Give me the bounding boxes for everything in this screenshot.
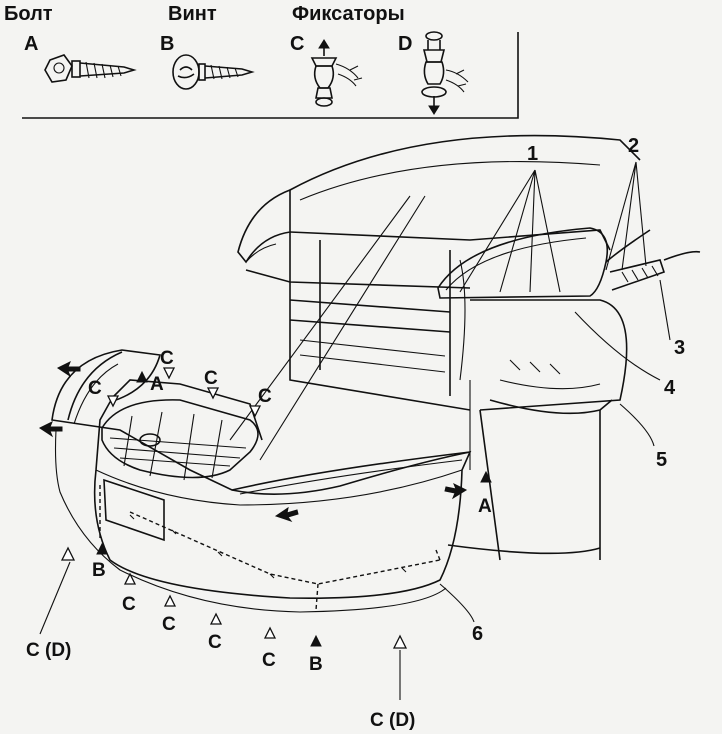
legend-bolt-title: Болт bbox=[4, 3, 53, 25]
legend-letter-a: A bbox=[24, 33, 38, 55]
callout-3: 3 bbox=[674, 337, 685, 359]
callout-2: 2 bbox=[628, 135, 639, 157]
fastener-markers bbox=[96, 367, 492, 647]
legend-clips-title: Фиксаторы bbox=[292, 3, 405, 25]
legend-letter-d: D bbox=[398, 33, 412, 55]
label-c-grille-2: C bbox=[204, 368, 218, 389]
label-a-left: A bbox=[150, 374, 164, 395]
label-b-center: B bbox=[309, 654, 323, 675]
label-a-right: A bbox=[478, 496, 492, 517]
leader-lines bbox=[39, 161, 671, 700]
callout-1: 1 bbox=[527, 143, 538, 165]
callout-4: 4 bbox=[664, 377, 676, 399]
label-b-left: B bbox=[92, 560, 106, 581]
clip-d-icon bbox=[421, 31, 469, 115]
screw-icon bbox=[172, 54, 255, 90]
label-c-d-left: C (D) bbox=[26, 640, 71, 661]
label-c-grille-1: C bbox=[160, 348, 174, 369]
callout-numbers: 1 2 3 4 5 6 bbox=[472, 135, 685, 645]
bolt-icon bbox=[44, 54, 137, 83]
fastener-labels: C C C C A A B B C C C C C (D) C (D) bbox=[26, 348, 492, 731]
label-c-d-bottom: C (D) bbox=[370, 710, 415, 731]
label-c-bottom-1: C bbox=[122, 594, 136, 615]
label-c-grille-3: C bbox=[258, 386, 272, 407]
fastener-legend: Болт Винт Фиксаторы A B C D bbox=[4, 3, 519, 119]
bumper-cover bbox=[39, 349, 472, 613]
label-c-bottom-2: C bbox=[162, 614, 176, 635]
clip-c-icon bbox=[310, 39, 363, 107]
legend-letter-b: B bbox=[160, 33, 174, 55]
car-body-frame bbox=[237, 134, 701, 561]
label-c-left: C bbox=[88, 378, 102, 399]
label-c-bottom-3: C bbox=[208, 632, 222, 653]
callout-6: 6 bbox=[472, 623, 483, 645]
label-c-bottom-4: C bbox=[262, 650, 276, 671]
legend-letter-c: C bbox=[290, 33, 304, 55]
callout-5: 5 bbox=[656, 449, 667, 471]
legend-screw-title: Винт bbox=[168, 3, 217, 25]
